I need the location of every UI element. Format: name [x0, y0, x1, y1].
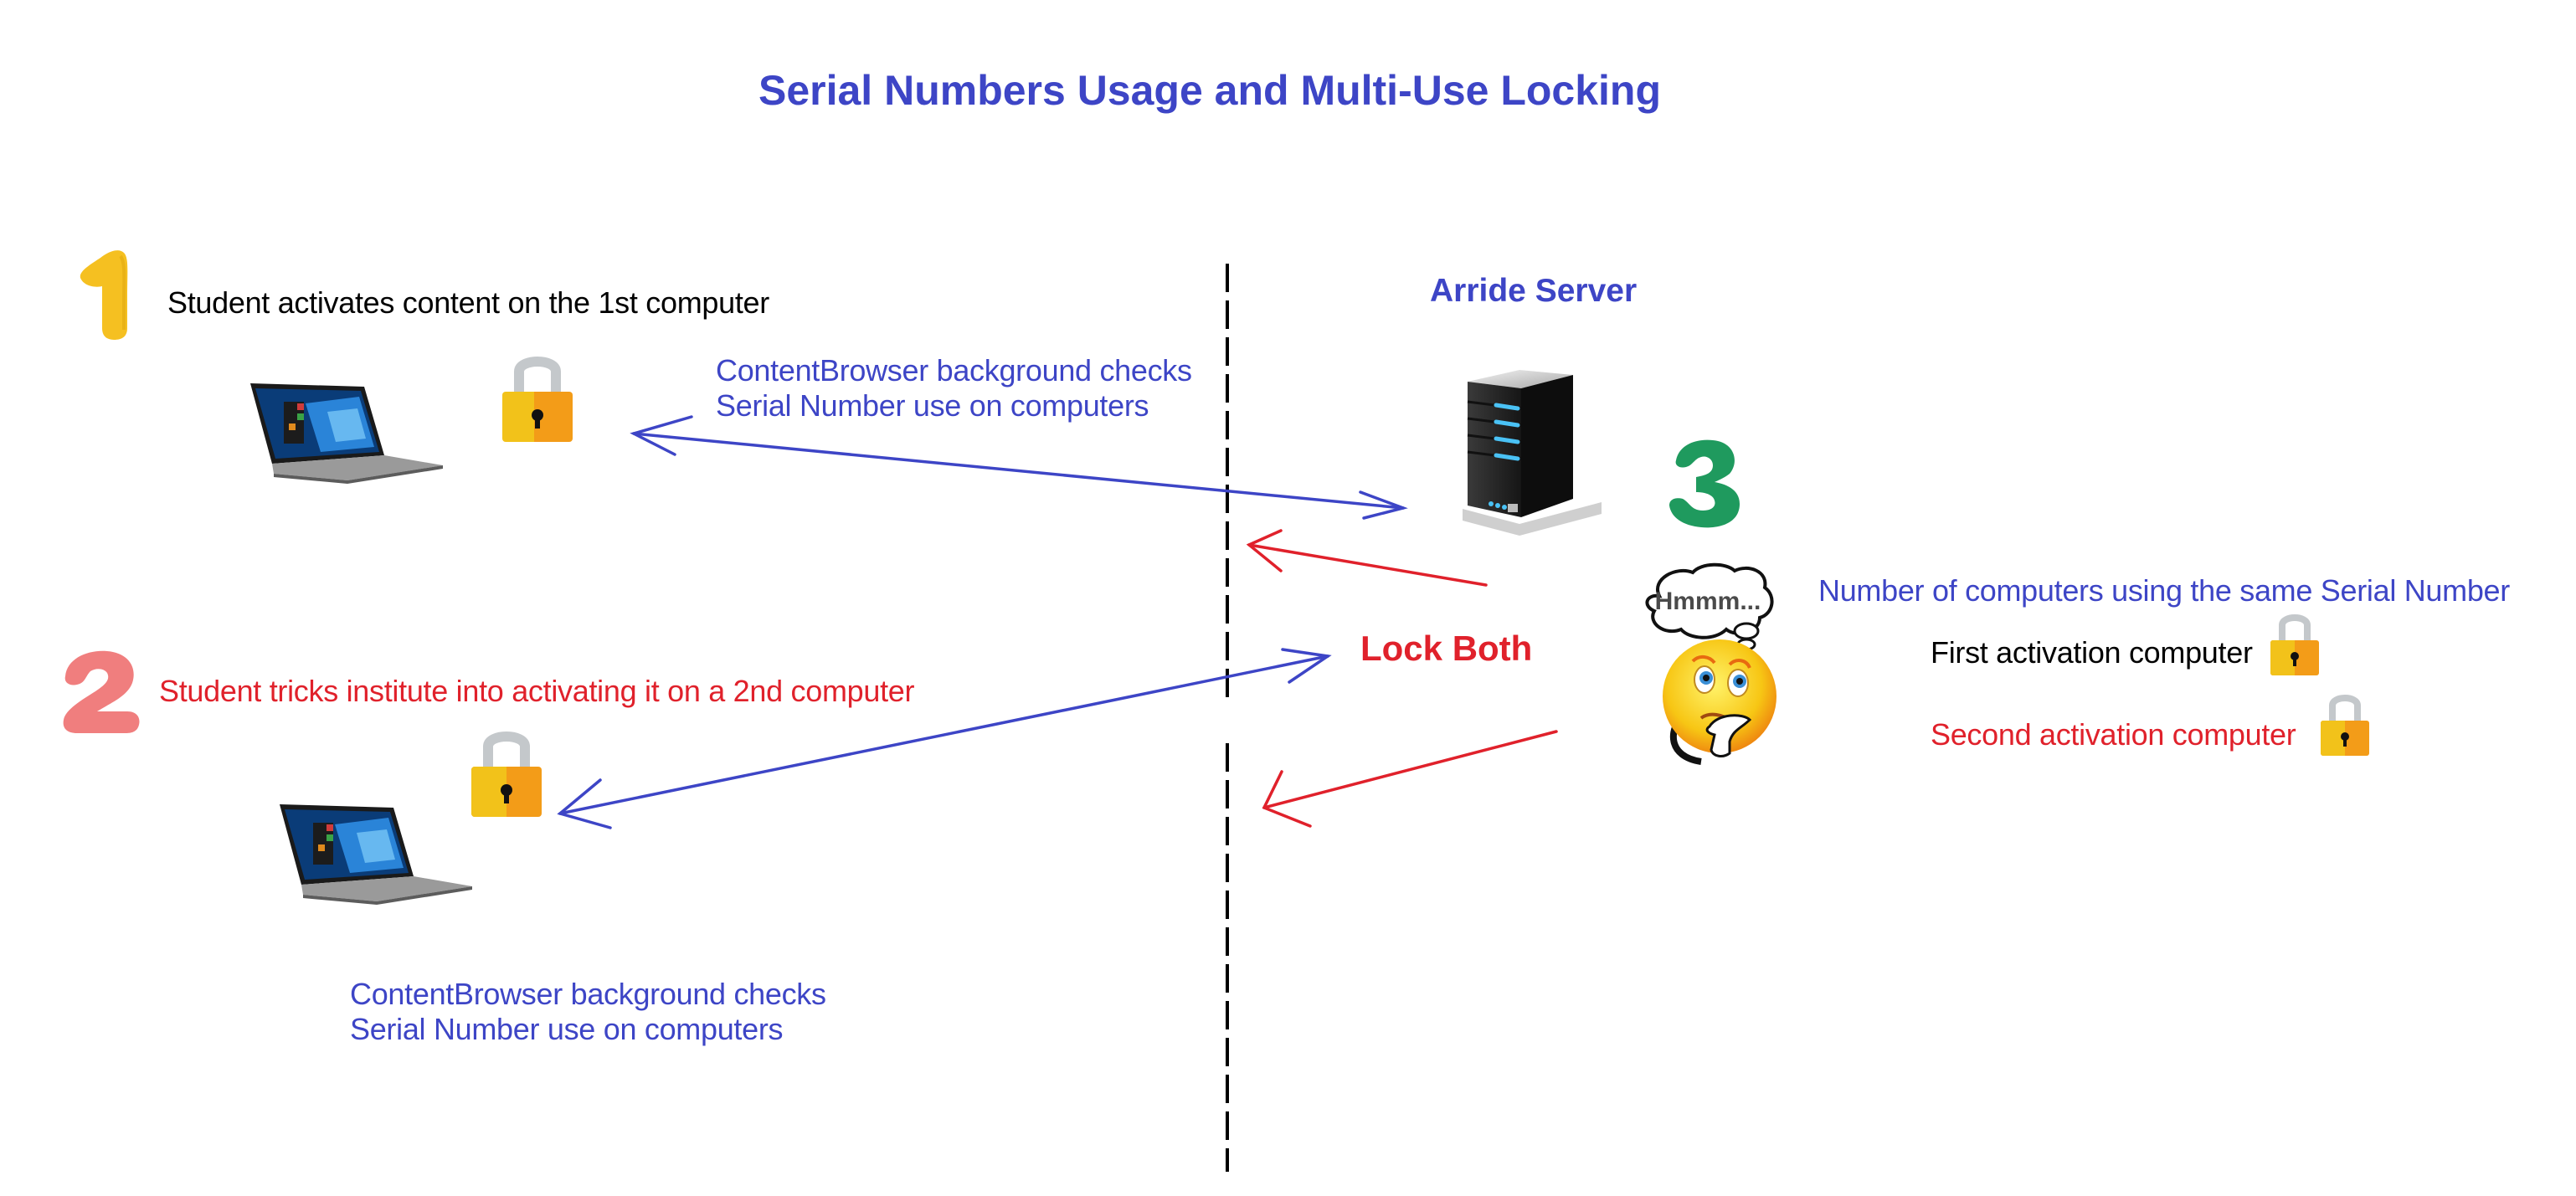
lock-icon — [502, 357, 573, 442]
number-two-icon — [63, 650, 140, 733]
thought-bubble: Hmmm... — [1645, 562, 1774, 651]
check-note-bottom-line2: Serial Number use on computers — [350, 1012, 784, 1046]
laptop-icon — [250, 383, 443, 484]
check-note-top-line1: ContentBrowser background checks — [716, 353, 1192, 388]
step-1-text: Student activates content on the 1st com… — [167, 285, 769, 320]
first-activation-label: First activation computer — [1931, 635, 2253, 670]
laptop-icon — [280, 804, 472, 905]
lock-both-label: Lock Both — [1360, 629, 1533, 668]
thinking-smiley-icon: Hmmm... — [1645, 562, 1776, 765]
server-icon — [1463, 370, 1602, 536]
check-note-bottom-line1: ContentBrowser background checks — [350, 977, 826, 1011]
step-2-text: Student tricks institute into activating… — [159, 674, 915, 708]
lock-icon — [2270, 614, 2319, 675]
number-three-icon — [1669, 439, 1740, 528]
arrow-lock-first-computer — [1246, 529, 1488, 587]
diagram-title: Serial Numbers Usage and Multi-Use Locki… — [758, 67, 1662, 114]
second-activation-label: Second activation computer — [1931, 717, 2296, 752]
server-label: Arride Server — [1430, 273, 1638, 309]
server-panel-heading: Number of computers using the same Seria… — [1818, 573, 2510, 608]
arrow-check-second-computer — [557, 648, 1332, 829]
thought-bubble-text: Hmmm... — [1655, 588, 1761, 615]
number-one-icon — [80, 250, 128, 340]
arrow-check-first-computer — [630, 415, 1408, 520]
lock-icon — [2321, 695, 2369, 756]
lock-icon — [471, 731, 542, 817]
arrow-lock-second-computer — [1262, 730, 1558, 828]
check-note-top-line2: Serial Number use on computers — [716, 388, 1149, 423]
